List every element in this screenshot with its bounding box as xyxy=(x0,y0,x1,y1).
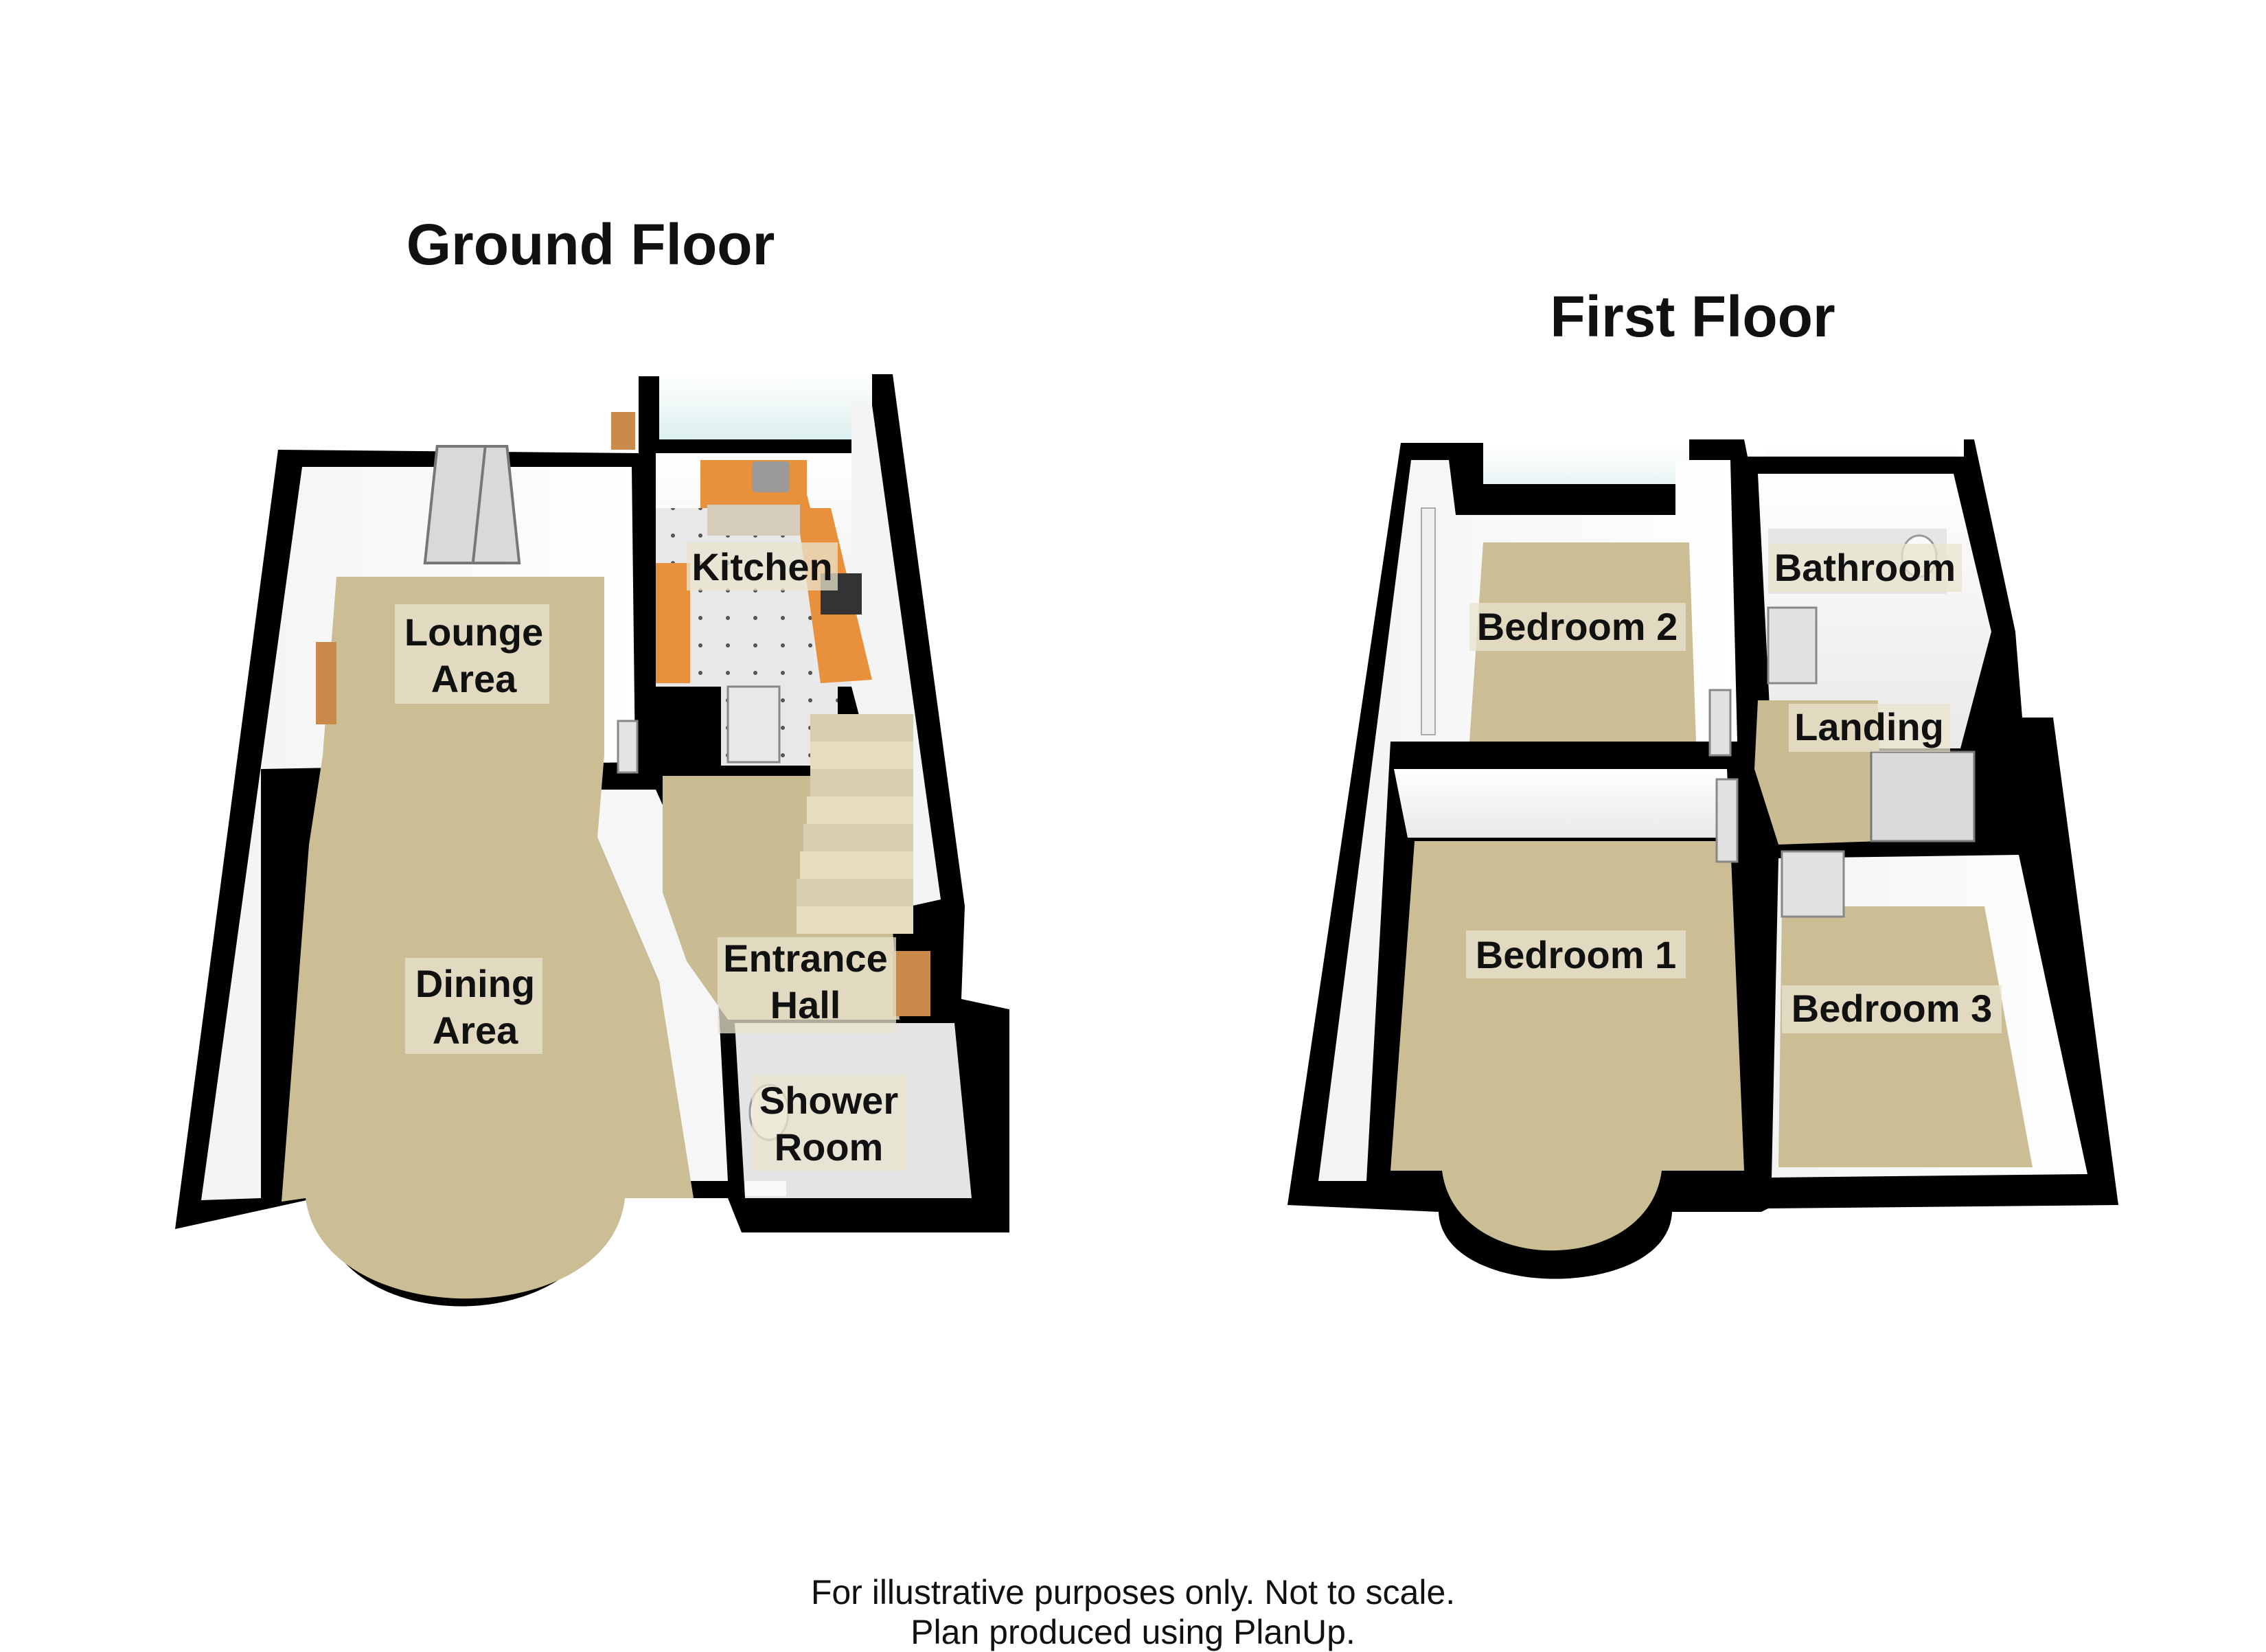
room-label-bedroom2: Bedroom 2 xyxy=(1477,605,1678,648)
kitchen-window-tint xyxy=(652,374,872,450)
first-floor-title: First Floor xyxy=(1550,284,1835,349)
credit-text: Plan produced using PlanUp. xyxy=(911,1613,1355,1651)
room-label-lounge-line1: Lounge xyxy=(404,610,543,654)
first-room-labels: Bedroom 2 Bathroom Landing Bedroom 1 Bed… xyxy=(1466,544,2002,1033)
room-label-shower-line1: Shower xyxy=(759,1079,898,1122)
fireplace xyxy=(316,642,336,724)
room-label-landing: Landing xyxy=(1794,705,1944,748)
back-door[interactable] xyxy=(611,412,635,450)
bedroom1-door[interactable] xyxy=(1715,778,1739,863)
room-label-bathroom: Bathroom xyxy=(1774,546,1956,589)
room-label-hall-line2: Hall xyxy=(770,983,841,1026)
kitchen-door[interactable] xyxy=(726,685,781,764)
kitchen-worktop-left xyxy=(656,563,690,683)
french-door-right[interactable] xyxy=(423,445,487,564)
kitchen-worktop xyxy=(700,460,872,683)
first-floor-plan xyxy=(1288,439,2118,1279)
ground-right-wall-face xyxy=(851,405,941,906)
room-label-bedroom1: Bedroom 1 xyxy=(1476,933,1677,976)
room-label-dining-line2: Area xyxy=(433,1009,518,1052)
room-label-dining-line1: Dining xyxy=(415,962,535,1005)
disclaimer-text: For illustrative purposes only. Not to s… xyxy=(810,1573,1456,1611)
room-label-bedroom3: Bedroom 3 xyxy=(1792,987,1993,1030)
wardrobe xyxy=(1421,507,1436,735)
bedroom1-back-wall xyxy=(1394,769,1730,838)
room-label-lounge-line2: Area xyxy=(431,657,517,700)
staircase xyxy=(797,714,913,934)
room-label-kitchen: Kitchen xyxy=(691,545,832,588)
stairwell-banister xyxy=(1870,750,1976,842)
room-label-hall-line1: Entrance xyxy=(723,937,888,980)
ground-room-labels: Lounge Area Kitchen Dining Area Entrance… xyxy=(395,542,906,1171)
kitchen-units xyxy=(707,505,800,536)
bedroom3-floor xyxy=(1778,906,2033,1167)
bedroom2-door[interactable] xyxy=(1708,689,1732,757)
room-label-shower-line2: Room xyxy=(775,1125,884,1169)
bedroom3-door[interactable] xyxy=(1781,850,1845,918)
basin-icon xyxy=(745,1181,786,1196)
front-door[interactable] xyxy=(893,951,930,1016)
lounge-dining-floor xyxy=(282,577,694,1299)
lounge-door[interactable] xyxy=(617,720,639,774)
ground-floor-title: Ground Floor xyxy=(407,212,775,277)
sink-icon xyxy=(752,461,790,492)
bathroom-door[interactable] xyxy=(1767,606,1818,685)
